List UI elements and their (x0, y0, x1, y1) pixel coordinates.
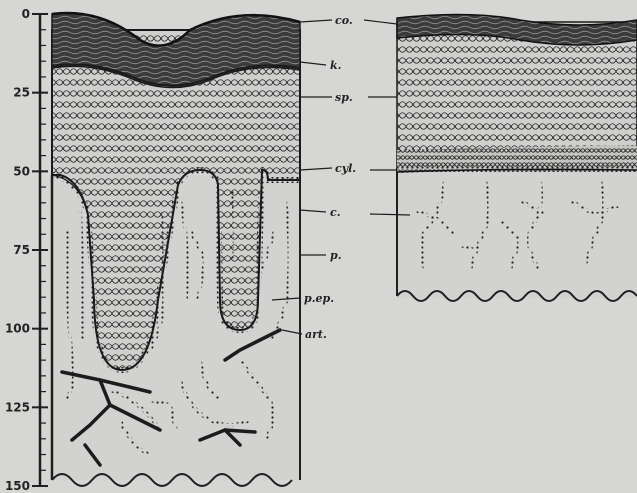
label-p: p. (330, 249, 342, 262)
scale-tick-label: 0 (22, 7, 30, 21)
scale-tick-label: 25 (13, 86, 30, 100)
thin-skin-section (397, 14, 637, 301)
scale-tick-label: 125 (5, 400, 30, 414)
label-c: c. (330, 206, 341, 219)
label-pep: p.ep. (304, 292, 334, 305)
scale-tick-label: 150 (5, 479, 30, 493)
label-cyl: cyl. (335, 162, 356, 175)
scale-tick-label: 75 (13, 243, 30, 257)
scale-tick-label: 50 (13, 164, 30, 178)
label-sp: sp. (335, 91, 353, 104)
label-k: k. (330, 59, 342, 72)
label-co: co. (335, 14, 353, 27)
scale-tick-label: 100 (5, 322, 30, 336)
label-art: art. (305, 328, 327, 341)
